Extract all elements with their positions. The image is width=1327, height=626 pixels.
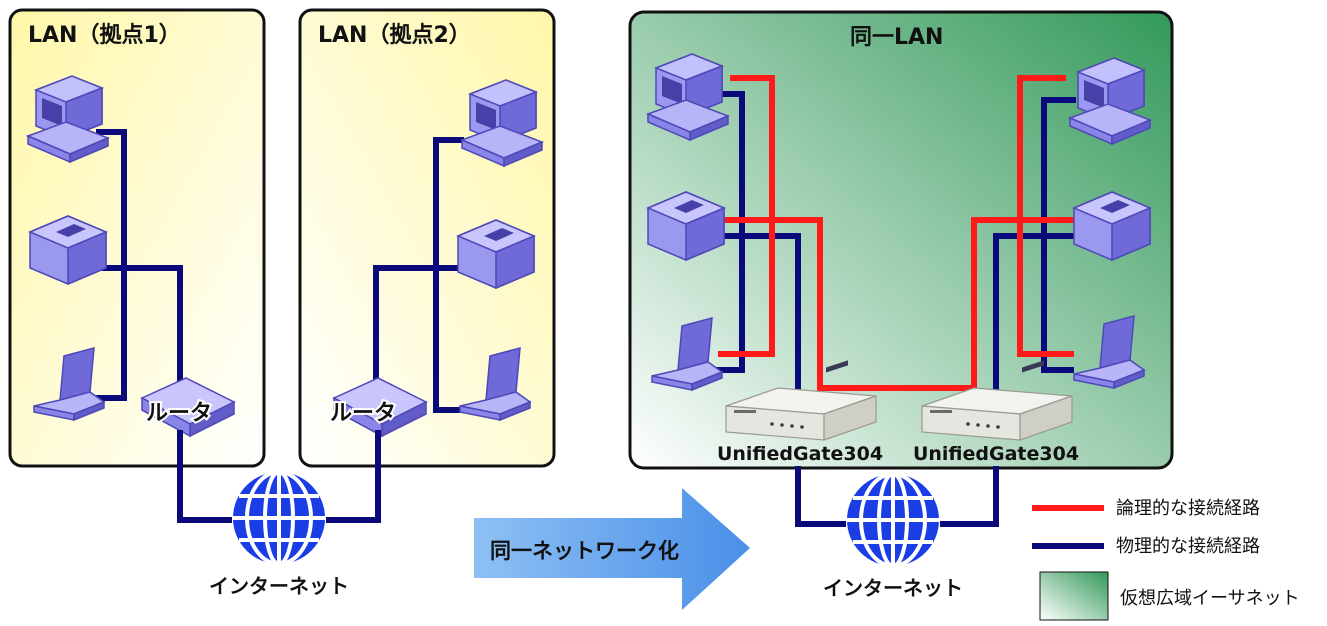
same-lan-physical-wiring (716, 91, 1076, 402)
left-internet-label: インターネット (209, 574, 349, 598)
unifiedgate-right-label: UnifiedGate304 (913, 443, 1079, 465)
arrow-label: 同一ネットワーク化 (490, 539, 679, 563)
same-lan-right-pc-icon (1069, 57, 1151, 145)
lan1-router-label: ルータ (146, 401, 212, 426)
lan2-panel: LAN（拠点2） ルータ (298, 8, 556, 468)
right-internet-label: インターネット (823, 576, 963, 600)
lan1-title: LAN（拠点1） (28, 22, 181, 48)
lan1-physical-wiring (84, 129, 183, 401)
lan1-pc-icon (27, 75, 109, 163)
same-lan-title: 同一LAN (850, 25, 943, 50)
legend-virtual-label: 仮想広域イーサネット (1120, 588, 1300, 609)
legend: 論理的な接続経路 物理的な接続経路 仮想広域イーサネット (1032, 498, 1300, 621)
lan2-pc-icon (461, 79, 543, 167)
legend-virtual-swatch (1039, 571, 1109, 621)
same-lan-left-pc-icon (647, 53, 729, 141)
lan2-router-label: ルータ (330, 401, 396, 426)
lan2-physical-wiring (373, 137, 470, 413)
lan2-title: LAN（拠点2） (318, 22, 471, 48)
same-lan-panel: 同一LAN UnifiedGate304 UnifiedGate304 (628, 10, 1174, 470)
unifiedgate-left-label: UnifiedGate304 (717, 443, 883, 465)
legend-logical-label: 論理的な接続経路 (1116, 498, 1260, 519)
transform-arrow: 同一ネットワーク化 (474, 488, 750, 610)
left-globe-icon (231, 470, 327, 566)
lan1-panel: LAN（拠点1） ルータ (8, 8, 266, 468)
same-lan-logical-wiring (718, 75, 1074, 391)
left-internet-link (177, 430, 381, 523)
right-globe-icon (845, 472, 941, 568)
right-internet-link (795, 466, 999, 527)
legend-physical-label: 物理的な接続経路 (1116, 536, 1260, 557)
